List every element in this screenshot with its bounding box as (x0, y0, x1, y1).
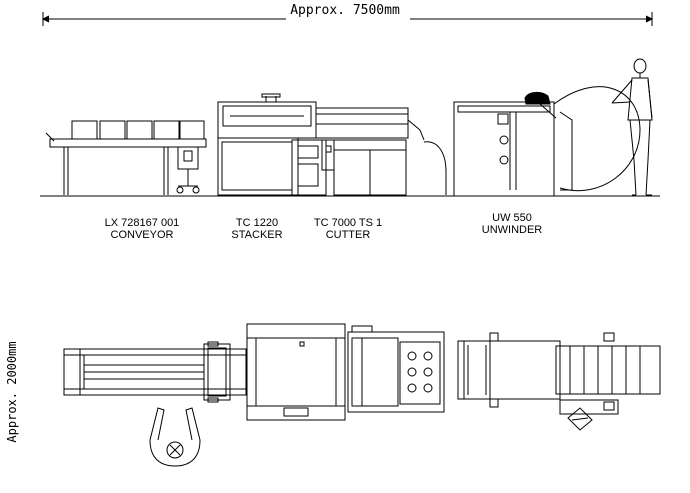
machine-label-cutter: TC 7000 TS 1 CUTTER (298, 217, 398, 241)
operator-figure-plan-view (149, 407, 201, 467)
machine-name: CUTTER (325, 229, 371, 241)
stacker-side-view (217, 93, 317, 196)
machine-label-conveyor: LX 728167 001 CONVEYOR (82, 217, 202, 241)
machine-label-stacker: TC 1220 STACKER (212, 217, 302, 241)
unwinder-plan-view (457, 332, 661, 431)
machine-label-unwinder: UW 550 UNWINDER (462, 212, 562, 236)
machine-name: UNWINDER (481, 224, 543, 236)
length-dimension-label: Approx. 7500mm (290, 3, 400, 18)
unwinder-side-view (423, 86, 641, 197)
machine-model: TC 1220 (235, 217, 279, 229)
machine-model: UW 550 (492, 212, 532, 224)
cutter-plan-view (347, 325, 445, 413)
cutter-side-view (291, 107, 425, 196)
conveyor-side-view (45, 120, 207, 195)
machine-model: TC 7000 TS 1 (313, 217, 383, 229)
stacker-plan-view (246, 323, 346, 421)
operator-figure-side-view (611, 58, 653, 196)
machine-name: STACKER (231, 229, 283, 241)
length-dimension-line (41, 12, 654, 26)
machine-model: LX 728167 001 (104, 217, 180, 229)
machine-name: CONVEYOR (110, 229, 174, 241)
conveyor-plan-view (63, 341, 247, 403)
